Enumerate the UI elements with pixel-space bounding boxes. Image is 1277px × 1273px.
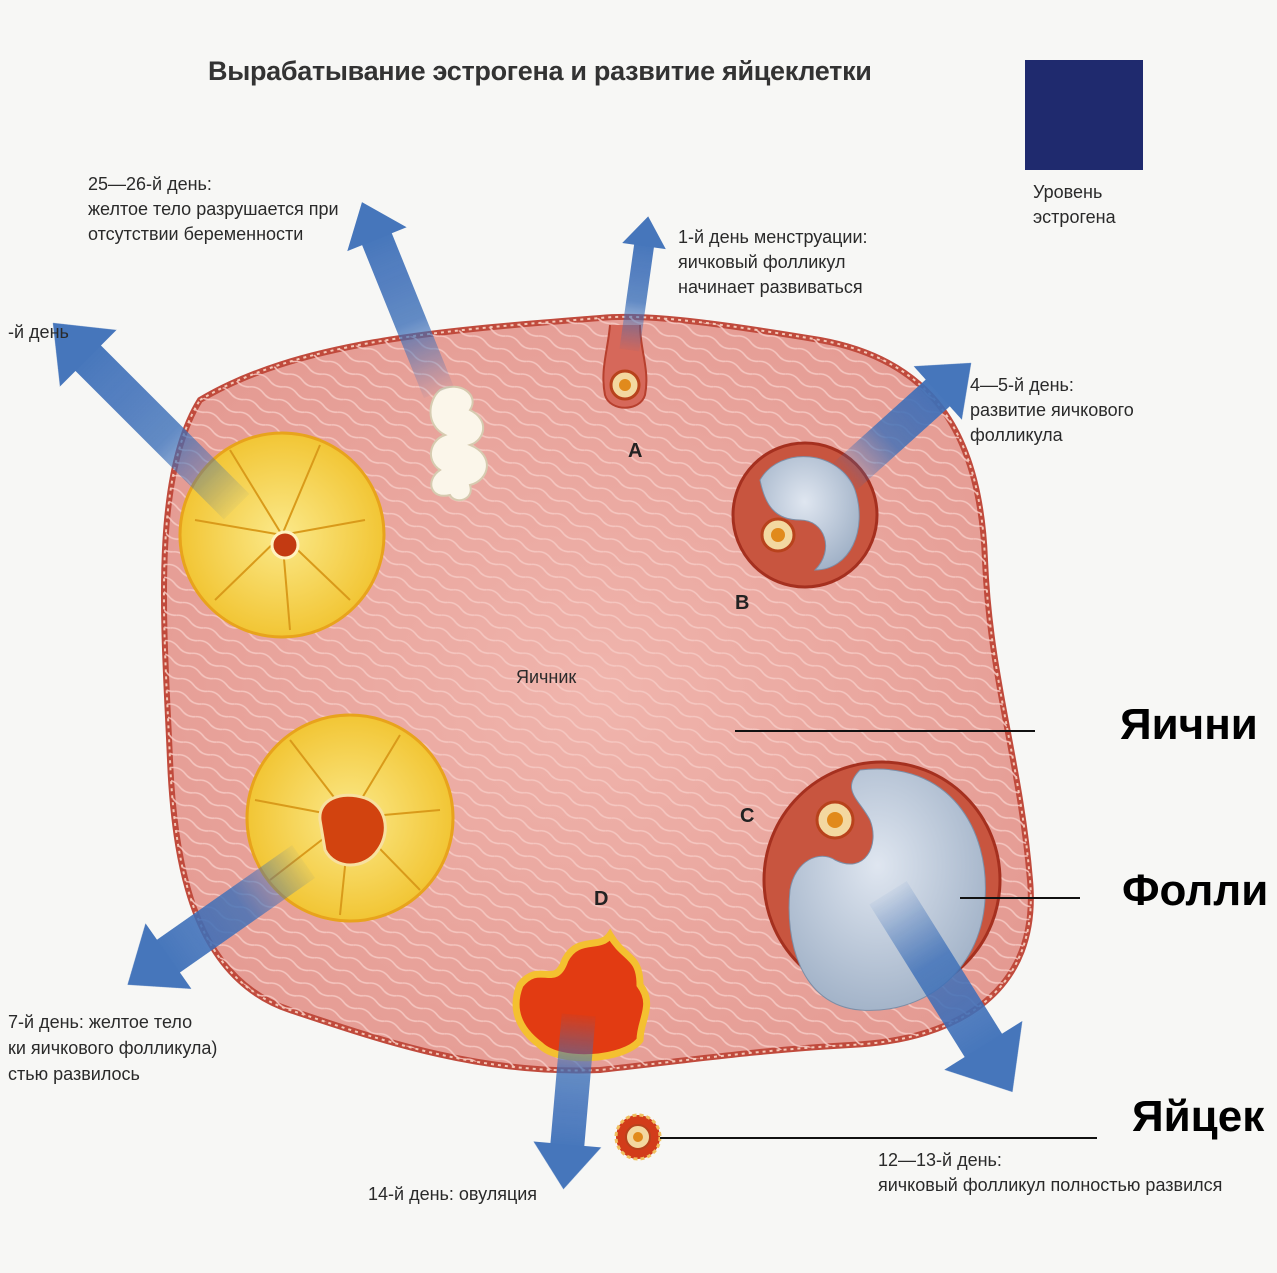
legend-label-2: эстрогена — [1033, 205, 1116, 229]
callout-line-follicle — [960, 897, 1080, 899]
label-left-bottom-line3: стью развилось — [8, 1062, 140, 1086]
diagram-title: Вырабатывание эстрогена и развитие яйцек… — [208, 56, 872, 87]
label-day1-line3: начинает развиваться — [678, 275, 863, 299]
estrogen-legend-swatch — [1025, 60, 1143, 170]
callout-egg: Яйцек — [1132, 1092, 1264, 1142]
callout-line-ovary — [735, 730, 1035, 732]
stage-letter-b: B — [735, 592, 749, 615]
stage-letter-c: C — [740, 805, 754, 828]
label-day25-line1: 25—26-й день: — [88, 172, 212, 196]
label-day25-line2: желтое тело разрушается при — [88, 197, 339, 221]
stage-letter-d: D — [594, 888, 608, 911]
label-day4-line1: 4—5-й день: — [970, 373, 1074, 397]
callout-follicle: Фолли — [1122, 866, 1268, 916]
label-day25-line3: отсутствии беременности — [88, 222, 303, 246]
label-day4-line3: фолликула — [970, 423, 1063, 447]
label-left-bottom-line2: ки яичкового фолликула) — [8, 1036, 217, 1060]
stage-letter-a: A — [628, 440, 642, 463]
label-day1-line1: 1-й день менструации: — [678, 225, 868, 249]
callout-line-egg — [660, 1137, 1097, 1139]
label-day4-line2: развитие яичкового — [970, 398, 1134, 422]
legend-label-1: Уровень — [1033, 180, 1102, 204]
label-day14: 14-й день: овуляция — [368, 1182, 537, 1206]
label-day12-line2: яичковый фолликул полностью развился — [878, 1173, 1222, 1197]
label-day1-line2: яичковый фолликул — [678, 250, 846, 274]
label-left-bottom-line1: 7-й день: желтое тело — [8, 1010, 192, 1034]
label-ovary: Яичник — [516, 665, 576, 689]
label-day12-line1: 12—13-й день: — [878, 1148, 1002, 1172]
released-egg — [616, 1115, 660, 1159]
callout-ovary: Яични — [1120, 700, 1258, 750]
label-left-top-day: -й день — [8, 320, 69, 344]
